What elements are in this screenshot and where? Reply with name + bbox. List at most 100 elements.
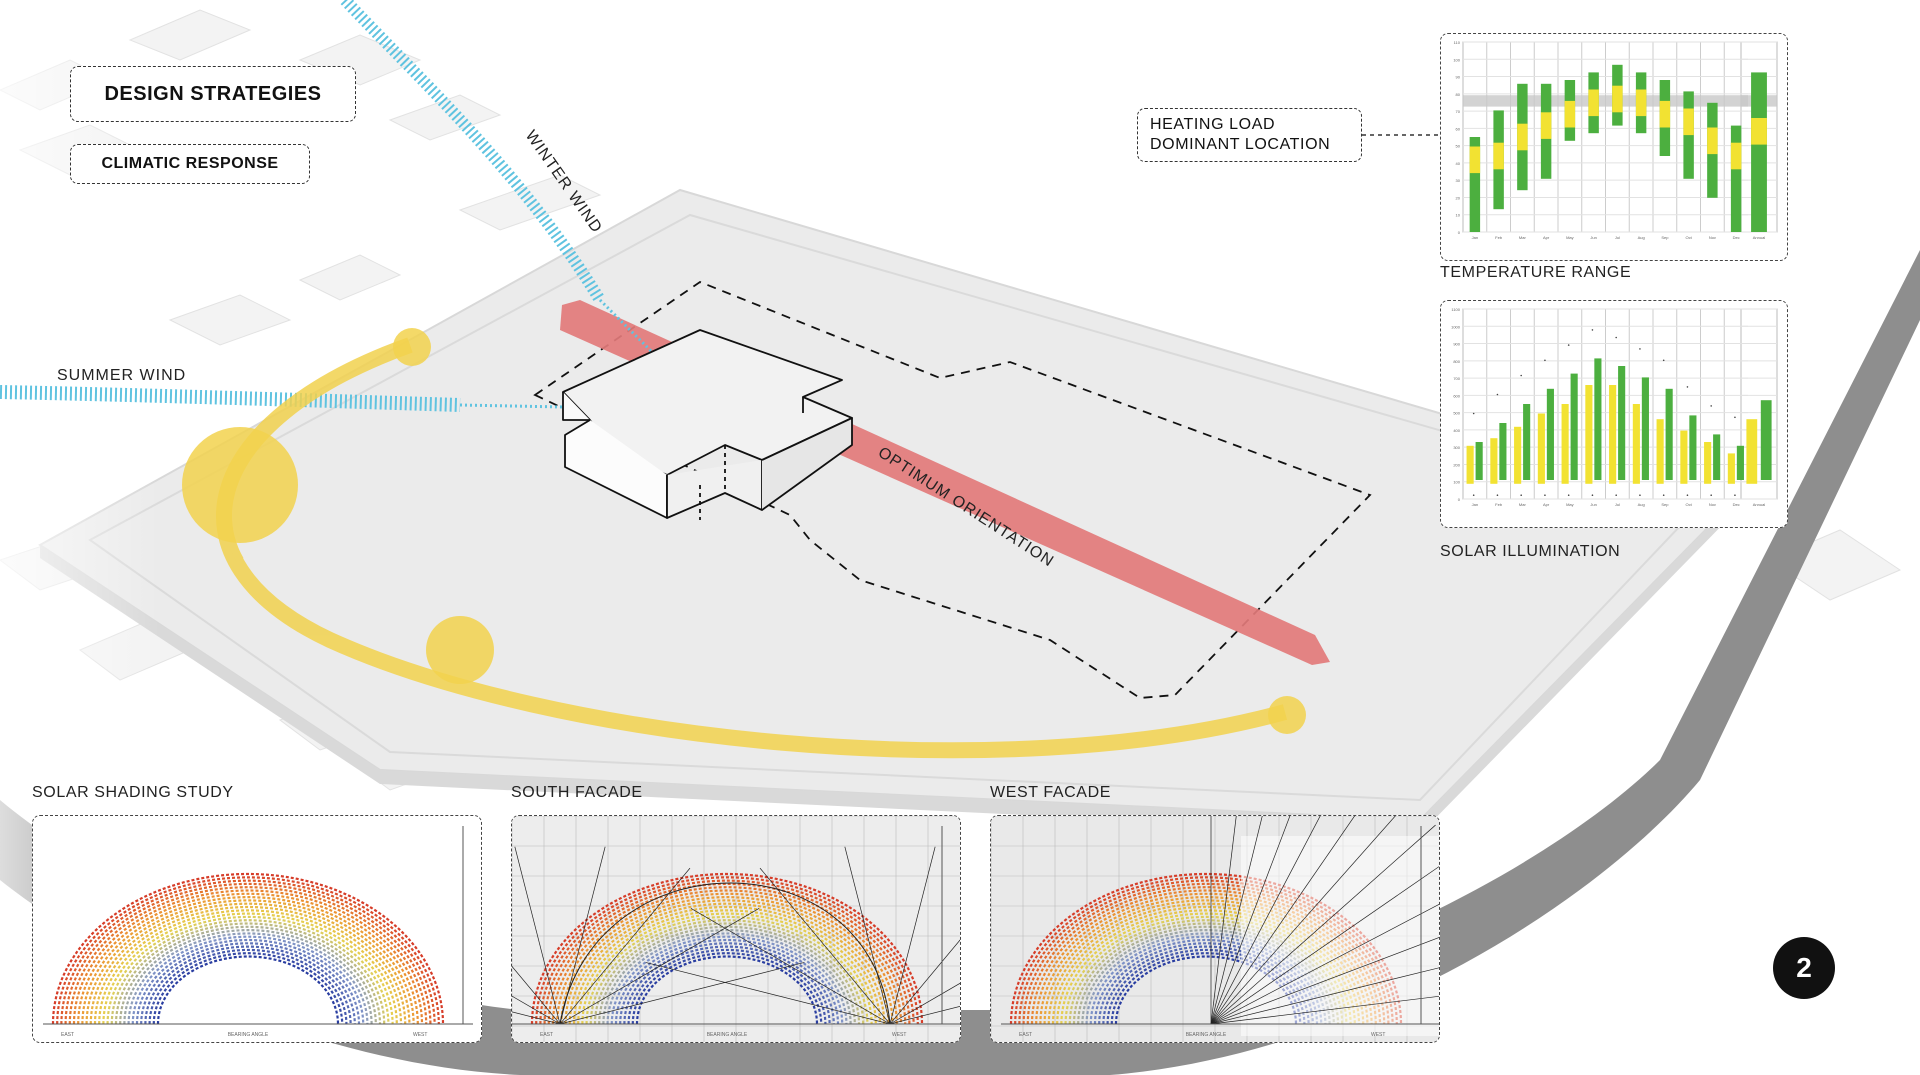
y-tick-label: 500 [1453,411,1460,416]
axis-right-label: WEST [1371,1032,1385,1038]
shading-ray [512,965,561,1025]
shading-ray [889,939,960,1025]
range-bar [1730,125,1742,232]
y-tick-label: 400 [1453,428,1460,433]
direct-bar [1704,442,1712,484]
max-point [1615,336,1617,339]
sun-path-arc [635,955,819,1025]
mean-band [1707,127,1718,155]
sun-path-arc [539,879,915,1025]
x-tick-label: Dec [1733,502,1740,507]
min-point [1662,494,1665,496]
x-tick-label: Oct [1686,502,1693,507]
mean-band [1730,142,1742,170]
x-tick-label: Sep [1661,235,1669,240]
sun-path-arc [135,938,361,1025]
site-boundary [533,280,1372,699]
direct-bar [1466,445,1474,484]
x-tick-label: Jan [1472,235,1478,240]
global-bar [1665,388,1673,480]
max-point [1544,359,1546,362]
global-bar [1736,445,1744,480]
y-tick-label: 200 [1453,462,1460,467]
x-tick-label: Oct [1686,235,1693,240]
direct-bar [1537,413,1545,484]
heating-load-callout: HEATING LOAD DOMINANT LOCATION [1137,108,1362,162]
direct-bar [1632,404,1640,484]
shading-ray [1210,816,1263,1025]
sun-path-arc [144,945,352,1025]
sun-path-arc [535,876,919,1025]
min-point [1496,494,1499,496]
max-point [1591,329,1594,331]
sun-path-arc [1009,872,1403,1025]
sun-path-arc [602,929,852,1025]
sun-path-arc [1056,909,1356,1025]
global-bar [1523,404,1531,480]
max-point [1567,344,1570,346]
mean-band [1517,123,1528,151]
sun-path-arc [530,872,924,1025]
mean-band [1751,118,1767,145]
min-point [1734,494,1736,496]
sun-path-arc [581,912,873,1025]
mean-band [1588,89,1599,117]
mean-band [1659,100,1671,128]
x-tick-label: May [1566,502,1574,507]
direct-bar [1746,419,1758,484]
y-tick-label: 110 [1454,40,1461,45]
x-tick-label: Jun [1590,502,1596,507]
sun-path-arc [77,892,419,1025]
direct-bar [1680,430,1688,484]
sun-path-arc [98,909,398,1025]
y-tick-label: 50 [1456,144,1461,149]
direct-bar [1609,385,1617,484]
shading-ray [759,867,891,1025]
x-tick-label: Jul [1615,235,1620,240]
shading-ray [1210,866,1439,1025]
y-tick-label: 60 [1456,126,1461,131]
sun-path-arc [1051,905,1361,1025]
y-tick-label: 300 [1453,445,1460,450]
shading-ray [559,962,805,1025]
min-point [1686,494,1689,496]
sun-path-arc [564,899,890,1025]
mean-band [1469,146,1481,174]
y-tick-label: 80 [1456,92,1461,97]
axis-right-label: WEST [892,1032,906,1038]
sun-path-arc [547,886,907,1025]
shading-ray [1210,816,1291,1025]
sun-path-arc [593,922,861,1025]
sun-path-arc [68,886,428,1025]
sun-path-arc [148,948,348,1025]
sun-path-arc [619,942,835,1025]
shading-ray [1210,816,1355,1025]
shading-ray [559,907,760,1025]
direct-bar [1585,385,1593,484]
min-point [1544,494,1546,496]
south-facade-caption: SOUTH FACADE [511,784,643,801]
min-point [1615,494,1617,496]
sun-path-arc [93,905,403,1025]
sun-path-arc [556,892,898,1025]
x-tick-label: Mar [1519,502,1527,507]
axis-left-label: EAST [540,1032,553,1038]
min-point [1567,494,1570,496]
solar-shading-caption: SOLAR SHADING STUDY [32,784,234,801]
range-bar [1751,72,1767,233]
shading-ray [559,867,691,1025]
y-tick-label: 30 [1456,178,1461,183]
global-bar [1618,366,1626,480]
sun-path-arc [1060,912,1352,1025]
axis-left-label: EAST [1019,1032,1032,1038]
sun-path-arc [56,876,440,1025]
facade-overlay [1241,836,1439,1036]
sun-path-arc [110,919,386,1025]
sun-path-arc [606,932,848,1025]
mean-band [1564,100,1576,128]
y-tick-label: 1000 [1451,324,1461,329]
min-point [1520,494,1522,496]
sun-path-arc [631,952,823,1025]
